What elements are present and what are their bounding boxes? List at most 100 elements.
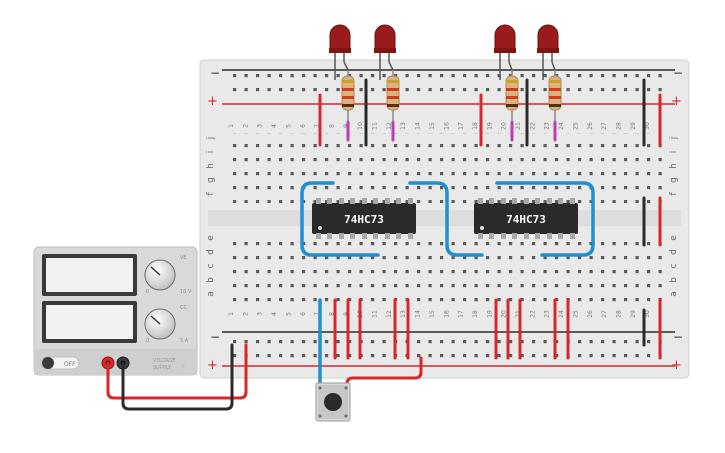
- row-letter: h: [669, 163, 679, 169]
- row-letter: d: [669, 249, 679, 255]
- switch-knob: [42, 357, 54, 369]
- chip-label: 74HC73: [506, 213, 546, 226]
- column-number: 27: [601, 122, 608, 130]
- knob1-label: VE: [180, 255, 187, 261]
- row-letter: b: [206, 277, 216, 283]
- row-letter: c: [669, 263, 679, 268]
- column-number: 22: [529, 310, 536, 318]
- row-letter: e: [206, 235, 216, 241]
- column-number: 23: [544, 310, 551, 318]
- column-number: 17: [458, 122, 465, 130]
- column-number: 3: [257, 124, 264, 128]
- knob1-min: 0: [146, 289, 149, 295]
- column-number: 1: [228, 124, 235, 128]
- brand-label-line1: VOLTAGE: [153, 358, 175, 364]
- column-number: 1: [228, 312, 235, 316]
- row-letter: g: [669, 177, 679, 183]
- power-supply: VE 0 10 V CC 0 5 A OFF VOLTAGE SUPPLY ⚡: [33, 246, 198, 376]
- column-number: 30: [644, 122, 651, 130]
- column-number: 18: [472, 122, 479, 130]
- row-letter: h: [206, 163, 216, 169]
- column-number: 29: [630, 310, 637, 318]
- column-number: 12: [386, 310, 393, 318]
- column-number: 8: [328, 312, 335, 316]
- lightning-icon: ⚡: [180, 362, 186, 372]
- column-number: 25: [572, 122, 579, 130]
- button-cap[interactable]: [324, 393, 342, 411]
- column-number: 25: [572, 310, 579, 318]
- column-number: 6: [300, 124, 307, 128]
- column-number: 29: [630, 122, 637, 130]
- row-letter: j: [206, 137, 216, 141]
- column-number: 17: [458, 310, 465, 318]
- rail-holes: [226, 86, 666, 96]
- column-number: 26: [587, 310, 594, 318]
- column-number: 5: [285, 312, 292, 316]
- row-letter: e: [669, 235, 679, 241]
- knob2-min: 0: [146, 338, 149, 344]
- current-display: [46, 305, 133, 339]
- column-number: 16: [443, 310, 450, 318]
- column-number: 7: [314, 124, 321, 128]
- chip-label: 74HC73: [344, 213, 384, 226]
- row-letter: g: [206, 177, 216, 183]
- rail-holes: [226, 72, 666, 82]
- red-supply-wire: [106, 343, 248, 400]
- column-number: 9: [343, 312, 350, 316]
- led: [374, 24, 396, 80]
- chip[interactable]: 74HC73: [312, 198, 416, 239]
- column-number: 28: [615, 122, 622, 130]
- red-button-wire: [345, 356, 423, 394]
- led: [329, 24, 351, 80]
- blue-wire: [495, 181, 595, 257]
- rail-minus-label: −: [673, 330, 683, 344]
- column-number: 14: [415, 310, 422, 318]
- row-letter: d: [206, 249, 216, 255]
- led: [494, 24, 516, 80]
- column-number: 3: [257, 312, 264, 316]
- column-number: 19: [486, 310, 493, 318]
- rail-minus-label: −: [673, 66, 683, 80]
- column-number: 11: [372, 122, 379, 130]
- resistor: [341, 70, 355, 122]
- row-letter: j: [669, 137, 679, 141]
- resistor: [548, 70, 562, 122]
- center-channel: [208, 210, 681, 226]
- column-number: 19: [486, 122, 493, 130]
- column-number: 28: [615, 310, 622, 318]
- column-number: 7: [314, 312, 321, 316]
- jumper-wires: [318, 78, 662, 360]
- row-letter: i: [206, 151, 216, 154]
- chip[interactable]: 74HC73: [474, 198, 578, 239]
- pushbutton[interactable]: [315, 382, 351, 422]
- row-letter: a: [206, 291, 216, 297]
- blue-wires: [300, 181, 595, 384]
- row-letter: c: [206, 263, 216, 268]
- column-number: 4: [271, 312, 278, 316]
- column-number: 8: [328, 124, 335, 128]
- column-number: 9: [343, 124, 350, 128]
- column-number: 13: [400, 310, 407, 318]
- rail-holes: [226, 338, 666, 348]
- rail-plus-label: +: [207, 358, 218, 373]
- blue-wire: [408, 181, 484, 257]
- column-number: 15: [429, 310, 436, 318]
- column-number: 15: [429, 122, 436, 130]
- black-supply-wire: [121, 343, 234, 411]
- blue-wire: [300, 181, 380, 257]
- column-number: 23: [544, 122, 551, 130]
- column-number: 30: [644, 310, 651, 318]
- led-group: [329, 24, 562, 122]
- column-number: 27: [601, 310, 608, 318]
- row-letter: b: [669, 277, 679, 283]
- column-number: 6: [300, 312, 307, 316]
- brand-label-line2: SUPPLY: [153, 365, 172, 371]
- knob1-max: 10 V: [180, 289, 192, 295]
- column-number: 21: [515, 122, 522, 130]
- column-number: 11: [372, 310, 379, 318]
- column-number: 26: [587, 122, 594, 130]
- row-letter: f: [206, 192, 216, 196]
